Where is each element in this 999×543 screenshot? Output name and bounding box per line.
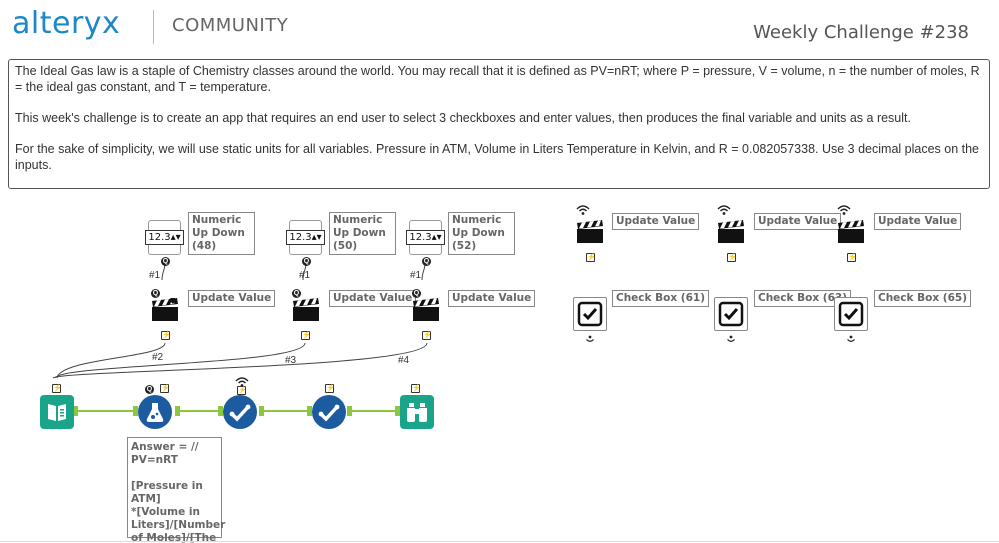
formula-annotation: Answer = // PV=nRT [Pressure in ATM] *[V…	[127, 437, 225, 543]
tool-annotation: Update Value	[874, 213, 962, 230]
connection-label: #3	[285, 355, 297, 366]
connection-label: #1	[410, 270, 422, 281]
tool-annotation: Numeric Up Down (52)	[448, 212, 515, 255]
clapperboard-icon[interactable]	[575, 220, 605, 244]
tool-annotation: Update Value	[448, 290, 536, 307]
action-anchor-icon: ⚡	[586, 253, 596, 262]
connection-label: #1	[299, 270, 311, 281]
wireless-icon	[837, 205, 851, 215]
flask-icon[interactable]	[138, 395, 172, 429]
description-paragraph: The Ideal Gas law is a staple of Chemist…	[15, 64, 980, 94]
question-anchor-icon: Q	[161, 257, 170, 266]
numeric-value: 12.3▴▾	[145, 230, 184, 245]
question-anchor-icon: Q	[302, 257, 311, 266]
numeric-up-down-tool[interactable]: 12.3▴▾	[286, 220, 325, 255]
checkbox-icon[interactable]	[714, 297, 748, 331]
community-label: COMMUNITY	[172, 15, 289, 36]
wireless-icon	[847, 335, 855, 342]
book-icon[interactable]	[40, 395, 74, 429]
tool-annotation: Update Value	[329, 290, 417, 307]
challenge-title: Weekly Challenge #238	[753, 22, 969, 43]
question-anchor-icon: Q	[145, 385, 154, 394]
tool-annotation: Numeric Up Down (50)	[329, 212, 396, 255]
question-anchor-icon: Q	[422, 257, 431, 266]
action-anchor-icon: ⚡	[422, 331, 432, 340]
checkbox-icon[interactable]	[573, 297, 607, 331]
description-paragraph: This week's challenge is to create an ap…	[15, 111, 911, 125]
numeric-up-down-tool[interactable]: 12.3▴▾	[406, 220, 445, 255]
tool-annotation: Update Value	[612, 213, 700, 230]
action-anchor-icon: ⚡	[847, 253, 857, 262]
connection-label: #1	[149, 270, 161, 281]
output-anchor	[73, 406, 78, 416]
check-circle-icon[interactable]	[312, 395, 346, 429]
clapperboard-icon[interactable]	[411, 298, 441, 322]
question-anchor-icon: Q	[292, 289, 301, 298]
action-anchor-icon: ⚡	[411, 384, 421, 393]
connector-line	[56, 342, 166, 379]
connector-line	[52, 342, 428, 379]
output-anchor	[259, 406, 264, 416]
action-anchor-icon: ⚡	[301, 331, 311, 340]
question-anchor-icon: Q	[412, 289, 421, 298]
numeric-up-down-tool[interactable]: 12.3▴▾	[145, 220, 184, 255]
action-anchor-icon: ⚡	[160, 384, 170, 393]
input-anchor	[133, 406, 138, 416]
tool-annotation: Update Value	[188, 290, 276, 307]
description-paragraph: For the sake of simplicity, we will use …	[15, 142, 980, 172]
output-anchor	[175, 406, 180, 416]
connector-line	[54, 342, 306, 379]
question-anchor-icon: Q	[151, 289, 160, 298]
brand-logo: alteryx	[12, 6, 121, 41]
clapperboard-icon[interactable]	[836, 220, 866, 244]
connection-label: #4	[398, 355, 410, 366]
tool-annotation: Check Box (61)	[612, 290, 710, 307]
tool-annotation: Numeric Up Down (48)	[188, 212, 255, 255]
challenge-description: The Ideal Gas law is a staple of Chemist…	[8, 59, 990, 189]
connection-label: #2	[152, 352, 164, 363]
input-anchor	[307, 406, 312, 416]
clapperboard-icon[interactable]	[150, 298, 180, 322]
wireless-icon	[586, 335, 594, 342]
wireless-icon	[576, 205, 590, 215]
binoculars-icon[interactable]	[400, 395, 434, 429]
input-anchor	[395, 406, 400, 416]
clapperboard-icon[interactable]	[291, 298, 321, 322]
output-anchor	[347, 406, 352, 416]
tool-annotation: Check Box (63)	[754, 290, 852, 307]
wireless-icon	[717, 205, 731, 215]
formula-text: Answer = // PV=nRT [Pressure in ATM] *[V…	[131, 441, 226, 543]
tool-annotation: Update Value	[754, 213, 842, 230]
check-circle-icon[interactable]	[223, 395, 257, 429]
checkbox-icon[interactable]	[834, 297, 868, 331]
numeric-value: 12.3▴▾	[286, 230, 325, 245]
action-anchor-icon: ⚡	[325, 384, 335, 393]
action-anchor-icon: ⚡	[727, 253, 737, 262]
wireless-icon	[727, 335, 735, 342]
action-anchor-icon: ⚡	[52, 384, 62, 393]
input-anchor	[218, 406, 223, 416]
divider	[0, 541, 999, 542]
action-anchor-icon: ⚡	[161, 331, 171, 340]
tool-annotation: Check Box (65)	[874, 290, 972, 307]
action-anchor-icon: ⚡	[237, 386, 247, 395]
numeric-value: 12.3▴▾	[406, 230, 445, 245]
brand-divider	[153, 10, 154, 44]
clapperboard-icon[interactable]	[716, 220, 746, 244]
